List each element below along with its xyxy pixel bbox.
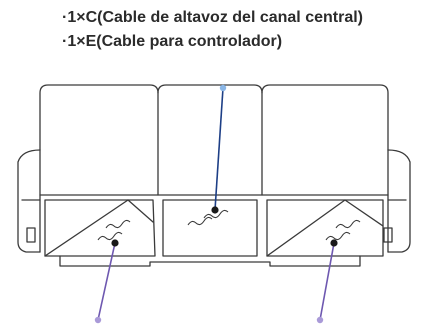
cable-icon [187,216,213,226]
cable-icon [97,231,123,241]
front-panel-center [162,199,258,257]
marker-left [111,239,119,247]
right-arm [387,149,411,253]
cable-icon [105,219,131,229]
base-rail [59,255,361,267]
cable-icons [97,209,361,241]
callout-right [316,239,338,324]
cable-icon [203,209,229,219]
caption-block: ·1×C(Cable de altavoz del canal central)… [0,0,446,70]
marker-right [330,239,338,247]
callout-dot-right [316,316,324,324]
sofa-outline [17,84,411,267]
port-icon-left [26,227,36,243]
callout-left [94,239,119,324]
back-cushion-right [261,84,389,151]
cable-icon [325,231,351,241]
caption-line-c-cable: ·1×C(Cable de altavoz del canal central) [62,9,363,26]
back-cushion-center [157,84,263,196]
caption-line-e-cable: ·1×E(Cable para controlador) [62,33,283,50]
back-cushion-left [39,84,159,196]
callout-dot-left [94,316,102,324]
front-panel-left [44,199,156,257]
port-icon-right [383,227,393,243]
callout-center [211,84,227,214]
cable-icon [335,219,361,229]
callout-dot-center [219,84,227,92]
marker-center [211,206,219,214]
left-arm [17,149,41,253]
front-panel-right [266,199,384,257]
